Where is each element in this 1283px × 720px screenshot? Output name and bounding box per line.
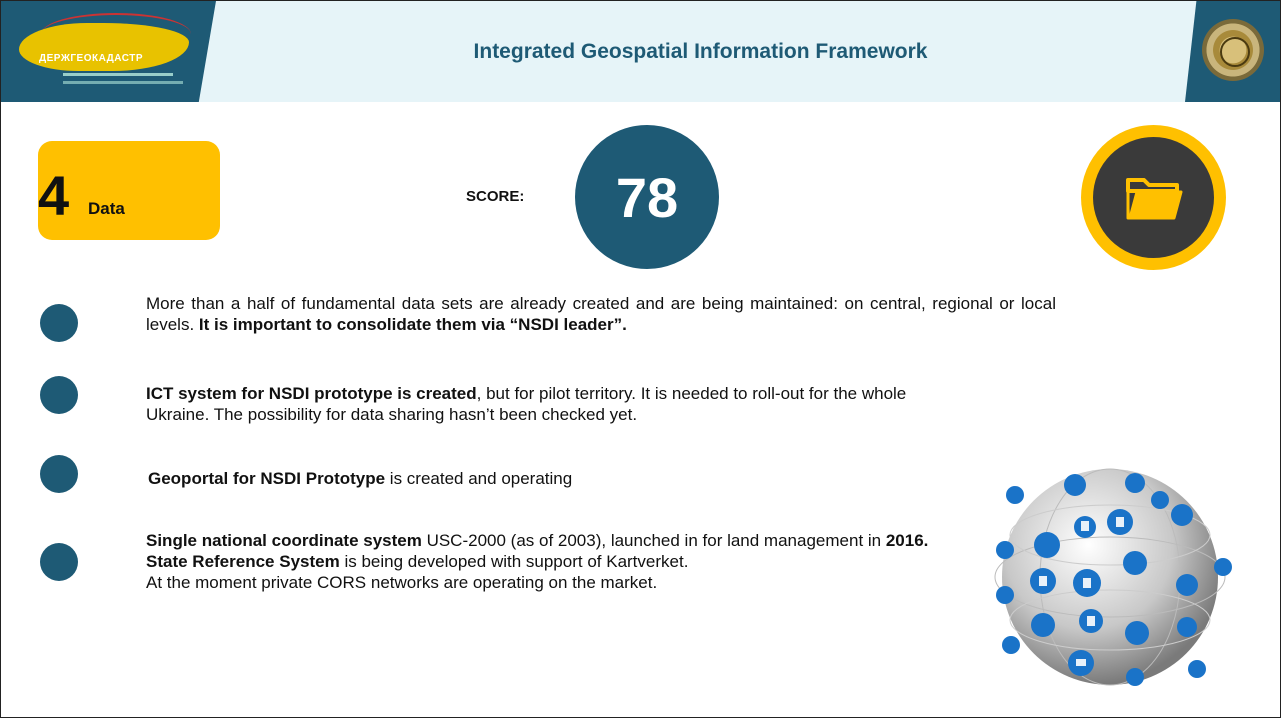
section-label: Data — [88, 199, 125, 218]
list-item: Geoportal for NSDI Prototype is created … — [148, 469, 573, 488]
score-value: 78 — [575, 125, 719, 269]
ukraine-map-icon — [19, 23, 189, 71]
folder-badge — [1081, 125, 1226, 270]
list-item: ICT system for NSDI prototype is created… — [146, 384, 907, 424]
emblem-logo — [1185, 1, 1280, 102]
list-item: Single national coordinate system USC-20… — [146, 531, 929, 592]
derzhgeokadastr-logo: ДЕРЖГЕОКАДАСТР — [1, 1, 216, 102]
bullet-dot — [40, 304, 78, 342]
score-label: SCORE: — [466, 188, 525, 205]
network-globe-icon — [994, 468, 1232, 686]
header-bar: ДЕРЖГЕОКАДАСТР Integrated Geospatial Inf… — [1, 1, 1280, 102]
list-item: More than a half of fundamental data set… — [146, 294, 1056, 334]
section-badge: 4 Data — [38, 141, 220, 240]
emblem-icon — [1202, 19, 1264, 81]
bullet-dot — [40, 376, 78, 414]
section-number: 4 — [38, 164, 70, 227]
logo-text: ДЕРЖГЕОКАДАСТР — [39, 53, 144, 64]
bullet-dot — [40, 543, 78, 581]
folder-icon — [1126, 178, 1183, 220]
page-title: Integrated Geospatial Information Framew… — [473, 39, 928, 63]
bullet-dot — [40, 455, 78, 493]
